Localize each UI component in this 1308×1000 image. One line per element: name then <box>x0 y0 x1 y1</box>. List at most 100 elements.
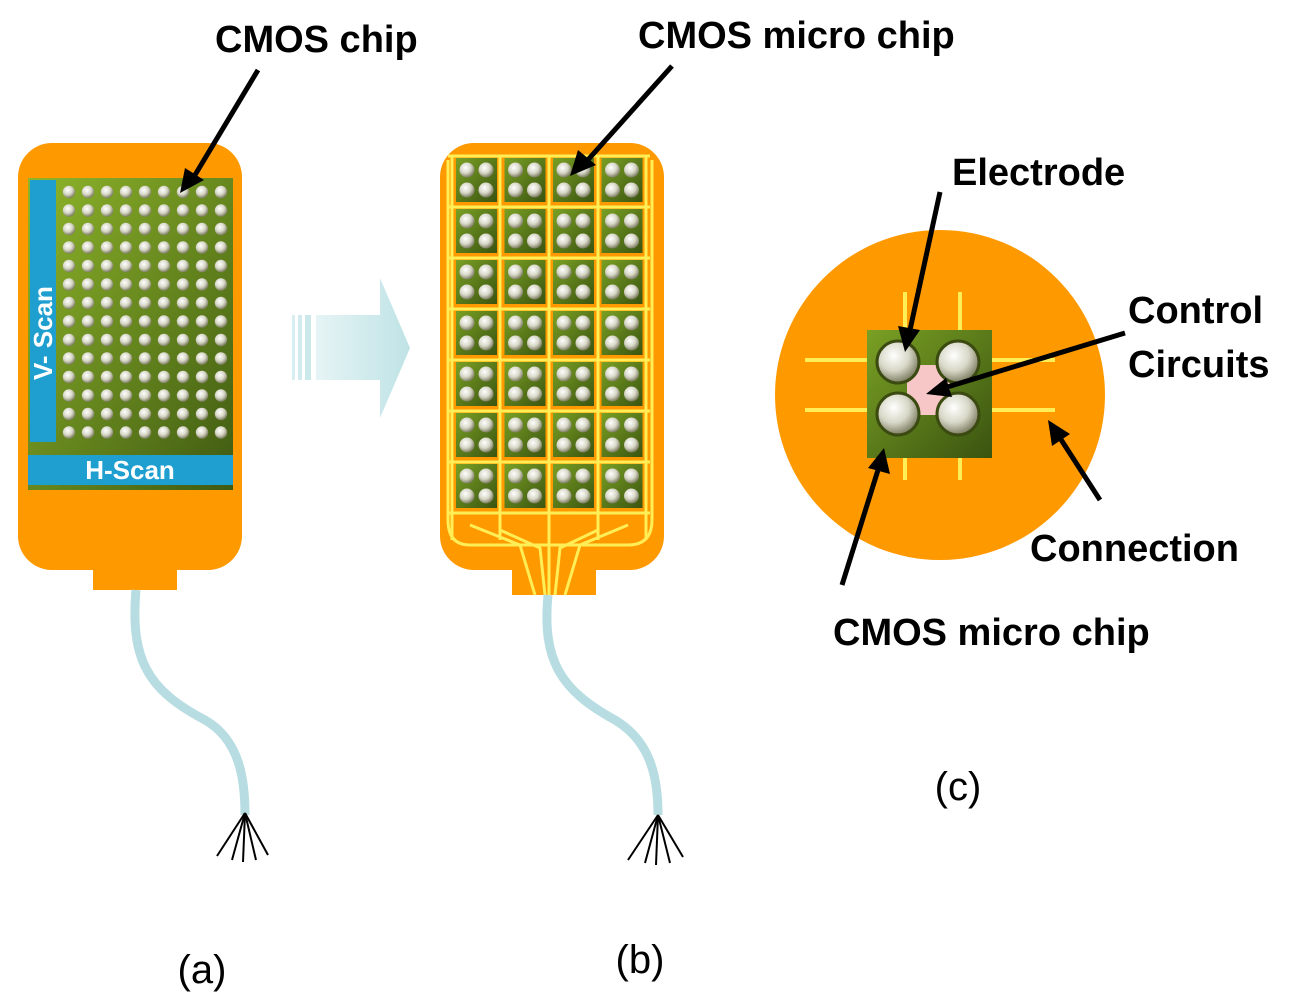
electrode-dot <box>214 259 228 273</box>
electrode-dot <box>556 213 572 229</box>
electrode-dot <box>214 185 228 199</box>
electrode-dot <box>157 278 171 291</box>
electrode-dot <box>478 233 494 249</box>
electrode-dot <box>81 352 95 365</box>
cmos-micro-chip-label-b: CMOS micro chip <box>638 15 955 57</box>
electrode-dot <box>81 389 95 402</box>
electrode-dot <box>81 333 95 347</box>
electrode-dot <box>575 488 591 504</box>
electrode-dot <box>605 233 620 249</box>
electrode-dot <box>556 488 572 504</box>
electrode-dot <box>605 468 620 484</box>
electrode-dot <box>62 296 76 310</box>
electrode-dot <box>195 389 209 402</box>
electrode-dot <box>157 259 171 273</box>
electrode-dot <box>214 278 228 291</box>
electrode-dot <box>478 162 494 178</box>
electrode-dot <box>138 389 152 402</box>
electrode-dot <box>100 315 114 328</box>
micro-chip-arrowhead-c <box>868 448 890 474</box>
electrode-dot <box>575 437 591 453</box>
electrode-dot <box>459 284 475 300</box>
electrode-dot <box>214 370 228 384</box>
electrode-dot <box>478 437 494 453</box>
cmos-chip-label: CMOS chip <box>215 19 418 61</box>
electrode-dot <box>575 417 591 433</box>
electrode-dot <box>81 259 95 273</box>
electrode-dot <box>575 366 591 382</box>
electrode-dot <box>624 488 639 504</box>
cable-wires-a <box>216 812 269 863</box>
electrode-dot <box>605 213 620 229</box>
electrode-dot <box>119 333 133 347</box>
electrode-dot <box>556 284 572 300</box>
micro-chip-pointer-c <box>839 469 881 586</box>
electrode-dot <box>119 222 133 236</box>
electrode-dot <box>81 241 95 254</box>
electrode-dot <box>157 370 171 384</box>
electrode-dot <box>459 386 475 402</box>
electrode-dot <box>157 389 171 402</box>
electrode-dot <box>119 407 133 421</box>
electrode-dot <box>157 185 171 199</box>
electrode-dot <box>195 370 209 384</box>
electrode-pointer <box>907 191 943 331</box>
electrode-dot <box>214 296 228 310</box>
electrode-dot <box>556 233 572 249</box>
electrode-dot <box>556 162 572 178</box>
electrode-dot <box>556 468 572 484</box>
electrode-dot <box>138 204 152 217</box>
electrode-dot <box>214 352 228 365</box>
electrode-dot <box>119 185 133 199</box>
electrode-dot <box>176 278 190 291</box>
electrode-dot <box>478 468 494 484</box>
electrode-dot <box>527 488 542 504</box>
control-arrowhead <box>926 378 952 397</box>
electrode-dot <box>100 222 114 236</box>
electrode-dot <box>81 296 95 310</box>
electrode-dot <box>62 185 76 199</box>
electrode-dot <box>527 386 542 402</box>
electrode-dot <box>195 278 209 291</box>
wiring-b <box>446 154 654 596</box>
electrode-dot <box>624 162 639 178</box>
electrode-dot <box>81 370 95 384</box>
micro-chip-arrowhead-b <box>570 150 596 176</box>
electrode-dot <box>100 241 114 254</box>
electrode-dot <box>575 233 591 249</box>
electrode-dot <box>157 204 171 217</box>
electrode-dot <box>195 333 209 347</box>
electrode-dot <box>605 335 620 351</box>
electrode-dot <box>100 296 114 310</box>
electrode-dot <box>81 426 95 439</box>
electrode-dot <box>62 315 76 328</box>
electrode-dot <box>478 315 494 331</box>
cable-b <box>542 594 663 816</box>
electrode-dot <box>508 335 523 351</box>
electrode-dot <box>624 468 639 484</box>
electrode-dot <box>459 182 475 198</box>
electrode-dot <box>575 213 591 229</box>
electrode-dot <box>157 333 171 347</box>
electrode-dot <box>605 488 620 504</box>
electrode-dot <box>157 315 171 328</box>
panel-c: Electrode Control Circuits Connection CM… <box>775 152 1269 809</box>
electrode-dot <box>556 315 572 331</box>
electrode-dot <box>527 284 542 300</box>
electrode-dot <box>119 426 133 439</box>
electrode-dot <box>157 426 171 439</box>
connector-a <box>93 555 177 590</box>
electrode-dot <box>100 259 114 273</box>
electrode-dot <box>81 407 95 421</box>
electrode-dot <box>119 241 133 254</box>
electrode-dot <box>62 204 76 217</box>
electrode-dot <box>138 333 152 347</box>
electrode-dot <box>605 284 620 300</box>
electrode-dot <box>527 182 542 198</box>
electrode-dot <box>119 259 133 273</box>
panel-a: V- Scan H-Scan CMOS chip (a) <box>18 19 418 992</box>
micro-chip-array-b <box>456 158 643 508</box>
electrode-dot <box>119 352 133 365</box>
electrode-dot <box>508 488 523 504</box>
electrode-dot <box>62 222 76 236</box>
